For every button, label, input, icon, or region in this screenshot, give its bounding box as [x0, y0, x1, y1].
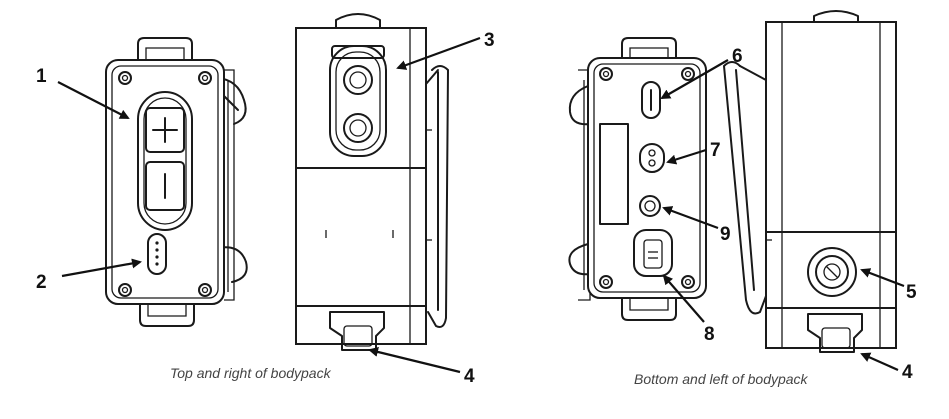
arrow-9 [662, 206, 719, 230]
arrow-7 [666, 148, 707, 165]
left-side-view [723, 10, 897, 353]
arrow-4-right [860, 352, 899, 372]
caption-bottom-left: Bottom and left of bodypack [634, 371, 809, 387]
arrow-5 [860, 268, 905, 288]
callout-7: 7 [710, 140, 721, 161]
callout-arrows [57, 36, 905, 374]
arrow-2 [61, 258, 142, 278]
arrow-1 [57, 81, 130, 119]
callout-4-right: 4 [902, 362, 913, 383]
callout-3: 3 [484, 30, 495, 51]
callout-1: 1 [36, 66, 47, 87]
callout-6: 6 [732, 46, 743, 67]
callout-labels: 1 2 3 4 5 6 7 8 9 4 [36, 30, 917, 387]
arrow-4-left [368, 347, 461, 374]
arrow-3 [396, 36, 481, 70]
arrow-8 [662, 274, 705, 323]
callout-9: 9 [720, 224, 731, 245]
callout-4-left: 4 [464, 366, 475, 387]
callout-2: 2 [36, 272, 47, 293]
caption-top-right: Top and right of bodypack [170, 365, 332, 381]
bottom-view [568, 37, 707, 321]
right-side-view [295, 13, 449, 351]
callout-8: 8 [704, 324, 715, 345]
arrow-6 [660, 59, 729, 99]
callout-5: 5 [906, 282, 917, 303]
top-view [105, 37, 248, 327]
